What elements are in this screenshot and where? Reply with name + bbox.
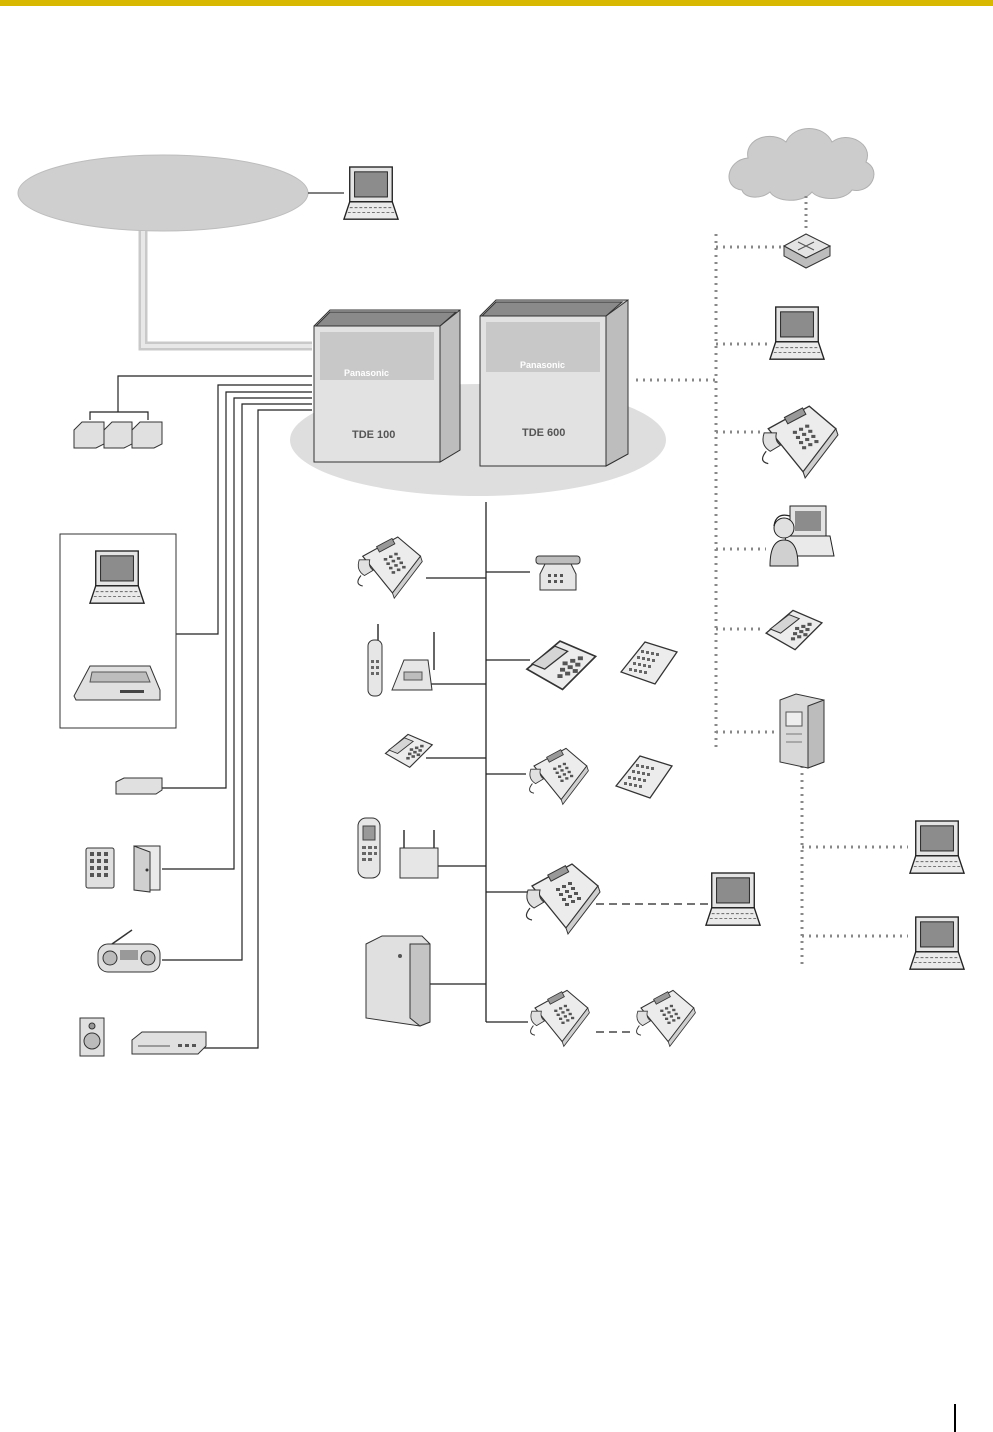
- radio-icon: [98, 930, 160, 972]
- pc-icon: [770, 307, 824, 359]
- pc-icon: [344, 167, 398, 219]
- extension-bus: [426, 502, 530, 1022]
- voice-processing-unit-icon: [366, 936, 430, 1026]
- network-oval: [18, 155, 308, 231]
- single-line-phone-icon: [536, 556, 580, 590]
- pbx-brand: Panasonic: [344, 368, 389, 378]
- doorphone-icon: [86, 848, 114, 888]
- pc-icon: [706, 873, 760, 925]
- telephone-icon: [527, 641, 596, 689]
- ip-phone-icon: [531, 990, 590, 1046]
- server-icon: [780, 694, 824, 768]
- amplifier-icon: [132, 1032, 206, 1054]
- rack-devices-icon: [74, 422, 162, 448]
- headset-user-icon: [770, 506, 834, 566]
- single-line-phone-icon: [385, 734, 432, 767]
- lan-network: [18, 155, 344, 346]
- speaker-icon: [80, 1018, 104, 1056]
- ip-lan-backbone: [636, 234, 908, 964]
- door-icon: [134, 846, 160, 892]
- keypad-console-icon: [616, 756, 672, 798]
- internet-cloud-icon: [729, 129, 874, 201]
- pc-icon: [90, 551, 144, 603]
- pc-icon: [910, 821, 964, 873]
- cordless-phone-icon: [368, 624, 382, 696]
- ip-phone-icon: [526, 864, 600, 934]
- telephone-icon: [530, 748, 589, 804]
- ip-phone-icon: [763, 406, 838, 478]
- router-icon: [784, 234, 830, 268]
- pbx-brand: Panasonic: [520, 360, 565, 370]
- pbx-model: TDE 600: [522, 427, 565, 439]
- cell-station-icon: [400, 830, 438, 878]
- pc-icon: [910, 917, 964, 969]
- ip-phone-icon: [637, 990, 696, 1046]
- sensor-icon: [116, 778, 162, 794]
- dect-handset-icon: [358, 818, 380, 878]
- printer-icon: [74, 666, 160, 700]
- telephone-icon: [358, 537, 422, 598]
- page-rule: [954, 1404, 956, 1432]
- keypad-console-icon: [621, 642, 677, 684]
- antenna-base-icon: [392, 632, 434, 690]
- sip-phone-icon: [766, 610, 822, 649]
- pbx-model: TDE 100: [352, 429, 395, 441]
- pbx-unit: Panasonic TDE 600: [480, 300, 628, 466]
- network-trunk-line: [143, 231, 312, 346]
- pbx-unit: Panasonic TDE 100: [314, 310, 460, 462]
